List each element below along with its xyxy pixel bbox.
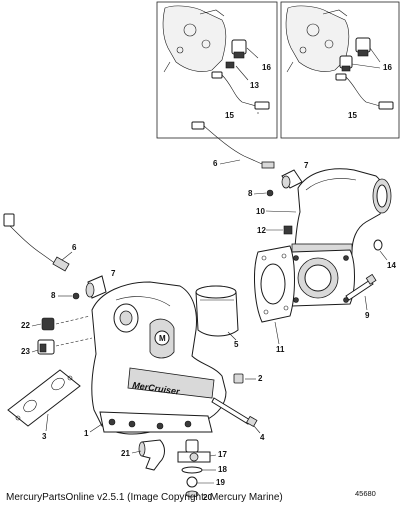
inset-right-manifold (285, 5, 350, 73)
fitting-23 (37, 339, 55, 355)
cap-7-upper (281, 169, 303, 189)
plug-8-upper (266, 189, 274, 197)
callout-6-upper: 6 (213, 159, 218, 168)
elbow-fitting-21 (138, 439, 165, 471)
inset-left-sensor-15 (211, 71, 270, 114)
inset-left-sensor-16 (231, 39, 259, 59)
callout-4: 4 (260, 433, 265, 442)
sleeve-5 (195, 285, 239, 337)
temperature-sensor-6-left (3, 213, 70, 272)
callout-inset-right-16: 16 (383, 63, 392, 72)
callout-7-upper: 7 (304, 161, 309, 170)
gasket-3 (7, 369, 81, 427)
callout-12: 12 (257, 226, 266, 235)
callout-inset-left-16: 16 (262, 63, 271, 72)
callout-10: 10 (256, 207, 265, 216)
temperature-sensor-6-upper (191, 121, 275, 169)
callout-6-left: 6 (72, 243, 77, 252)
callout-8-left: 8 (51, 291, 56, 300)
inset-right-sensor-16b (339, 55, 381, 72)
inset-left-manifold (162, 5, 227, 73)
callout-19: 19 (216, 478, 225, 487)
copyright-footer: MercuryPartsOnline v2.5.1 (Image Copyrig… (6, 492, 283, 503)
callout-21: 21 (121, 449, 130, 458)
callout-5: 5 (234, 340, 239, 349)
callout-7-left: 7 (111, 269, 116, 278)
bolt-9 (345, 273, 377, 301)
cap-7-left (85, 275, 107, 299)
callout-inset-left-15: 15 (225, 111, 234, 120)
fitting-22 (41, 317, 55, 331)
callout-8-upper: 8 (248, 189, 253, 198)
callout-inset-left-13: 13 (250, 81, 259, 90)
exhaust-manifold-1: M MerCruiser (91, 281, 227, 435)
plug-2 (233, 373, 244, 384)
bolt-4 (211, 397, 258, 428)
plug-8-left (72, 292, 80, 300)
callout-18: 18 (218, 465, 227, 474)
callout-17: 17 (218, 450, 227, 459)
elbow-flange (287, 249, 355, 307)
callout-3: 3 (42, 432, 47, 441)
drain-tee-17 (177, 439, 211, 463)
cap-20 (185, 490, 199, 498)
callout-22: 22 (21, 321, 30, 330)
gasket-11 (254, 245, 295, 323)
plug-19 (186, 476, 198, 488)
callout-9: 9 (365, 311, 370, 320)
callout-14: 14 (387, 261, 396, 270)
figure-number: 45680 (355, 489, 376, 498)
inset-right-sensor-16a (355, 37, 381, 63)
plug-12 (283, 225, 293, 235)
o-ring-18 (181, 466, 203, 474)
callout-1: 1 (84, 429, 89, 438)
inset-right-sensor-15 (335, 73, 394, 110)
callout-inset-right-15: 15 (348, 111, 357, 120)
svg-text:M: M (159, 334, 166, 343)
cap-14 (373, 239, 383, 251)
inset-left-plug-13 (225, 61, 249, 81)
callout-11: 11 (276, 345, 285, 354)
callout-23: 23 (21, 347, 30, 356)
callout-2: 2 (258, 374, 263, 383)
callout-20: 20 (203, 493, 212, 502)
